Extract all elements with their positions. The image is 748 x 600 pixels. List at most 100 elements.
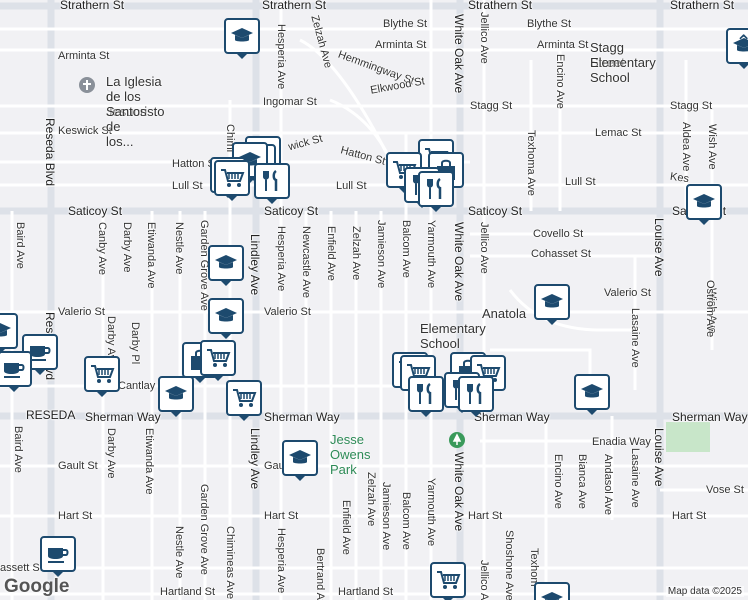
shopping-cart-pin[interactable] [200, 340, 236, 381]
school-icon [213, 251, 239, 275]
balcom-label-2: Balcom Ave [400, 492, 412, 550]
wish-label-1: Wish Ave [706, 124, 718, 170]
shopping-cart-icon [435, 568, 461, 592]
white-oak-label-1: White Oak Ave [452, 14, 466, 94]
balcom-label-1: Balcom Ave [400, 220, 412, 278]
shopping-cart-pin[interactable] [226, 380, 262, 421]
lull-label-1: Lull St [172, 180, 203, 192]
sherman-way-label-4: Sherman Way [672, 410, 748, 424]
school-pin[interactable] [208, 245, 244, 286]
arminta-label-2: Arminta St [375, 39, 427, 51]
school-icon [579, 380, 605, 404]
jellico-label-1: Jellico Ave [478, 12, 490, 64]
hatton-label-1: Hatton St [172, 158, 218, 170]
anatola-line1: Anatola [482, 306, 527, 321]
strathern-label-3: Strathern St [468, 0, 533, 12]
sherman-way-label-3: Sherman Way [474, 410, 550, 424]
stagg-label-2: Stagg St [670, 100, 713, 112]
darby-pl-label: Darby Pl [129, 322, 141, 365]
shopping-cart-icon [89, 362, 115, 386]
encino-label-1: Encino Ave [554, 54, 566, 109]
arminta-label-3: Arminta St [537, 39, 589, 51]
sherman-way-label-1: Sherman Way [85, 410, 161, 424]
cantlay-label: Cantlay [118, 380, 156, 392]
ingomar-label: Ingomar St [263, 96, 317, 108]
restaurant-icon [413, 382, 439, 406]
restaurant-pin[interactable] [408, 376, 444, 417]
hartland-label-2: Hartland St [338, 586, 394, 598]
lull-label-2: Lull St [336, 180, 367, 192]
lull-label-3: Lull St [565, 176, 596, 188]
school-pin[interactable] [534, 284, 570, 325]
school-pin[interactable] [574, 374, 610, 415]
darby-label-1: Darby Ave [121, 222, 133, 273]
school-pin[interactable] [158, 376, 194, 417]
school-icon [287, 446, 313, 470]
school-icon [213, 304, 239, 328]
cohasset-label: Cohasset St [531, 248, 591, 260]
shopping-cart-pin[interactable] [430, 562, 466, 600]
gault-label-1: Gault St [58, 460, 98, 472]
restaurant-pin[interactable] [418, 171, 454, 212]
enadia-label: Enadia Way [592, 436, 651, 448]
school-pin[interactable] [726, 28, 748, 69]
reseda-blvd-label-1: Reseda Blvd [43, 118, 57, 187]
school-pin[interactable] [686, 184, 722, 225]
keswick-label: Keswick St [58, 125, 112, 137]
jellico-label-2: Jellico Ave [478, 222, 490, 274]
hartland-label-1: Hartland St [160, 586, 216, 598]
valerio-label-1: Valerio St [58, 306, 105, 318]
strathern-label-4: Strathern St [670, 0, 735, 12]
shopping-cart-icon [231, 386, 257, 410]
school-pin[interactable] [282, 440, 318, 481]
cafe-pin[interactable] [0, 351, 32, 392]
yarmouth-label-2: Yarmouth Ave [425, 478, 437, 547]
saticoy-label-3: Saticoy St [468, 204, 523, 218]
school-pin[interactable] [534, 582, 570, 600]
school-icon [691, 190, 717, 214]
bianca-label: Bianca Ave [576, 454, 588, 509]
covello-label: Covello St [533, 228, 584, 240]
cafe-icon [45, 542, 71, 566]
valerio-label-3: Valerio St [604, 287, 651, 299]
encino-label-2: Encino Ave [552, 454, 564, 509]
school-pin[interactable] [0, 313, 18, 354]
school-icon [0, 319, 13, 343]
hart-label-3: Hart St [468, 510, 503, 522]
shopping-cart-pin[interactable] [84, 356, 120, 397]
shopping-cart-pin[interactable] [214, 160, 250, 201]
andasol-label: Andasol Ave [602, 454, 614, 515]
restaurant-pin[interactable] [254, 163, 290, 204]
lemac-label: Lemac St [595, 127, 642, 139]
restaurant-icon [463, 382, 489, 406]
hesperia-label-2: Hesperia Ave [275, 226, 287, 292]
hesperia-label-3: Hesperia Ave [275, 528, 287, 594]
ostrom-label: Ostrom Ave [704, 280, 716, 338]
louise-label-2: Louise Ave [652, 428, 666, 487]
strathern-label-1: Strathern St [60, 0, 125, 12]
hesperia-label-1: Hesperia Ave [275, 24, 287, 90]
school-pin[interactable] [208, 298, 244, 339]
jamieson-label-2: Jamieson Ave [380, 482, 392, 551]
school-icon [229, 24, 255, 48]
valerio-label-2: Valerio St [264, 306, 311, 318]
school-icon [731, 34, 748, 58]
restaurant-pin[interactable] [458, 376, 494, 417]
stagg-school-line2: Elementary School [590, 55, 656, 85]
google-logo: Google [4, 576, 70, 597]
white-oak-label-3: White Oak Ave [452, 452, 466, 532]
etiwanda-label-1: Etiwanda Ave [145, 222, 157, 289]
school-pin[interactable] [224, 18, 260, 59]
nestle-label-2: Nestle Ave [173, 526, 185, 579]
park-name: Jesse Owens Park [330, 432, 371, 477]
etiwanda-label-2: Etiwanda Ave [143, 428, 155, 495]
cafe-pin[interactable] [40, 536, 76, 577]
school-icon [539, 588, 565, 600]
darby-label-3: Darby Ave [105, 428, 117, 479]
hart-label-1: Hart St [58, 510, 93, 522]
stagg-label-1: Stagg St [470, 100, 513, 112]
saticoy-label-2: Saticoy St [264, 204, 319, 218]
park-area [666, 422, 710, 452]
